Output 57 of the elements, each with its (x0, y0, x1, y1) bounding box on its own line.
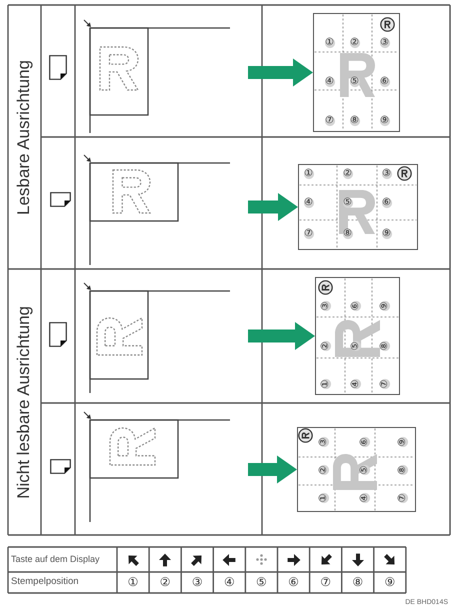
position-number: ④ (358, 492, 370, 504)
position-number: ⑦ (378, 378, 390, 390)
row-header: Taste auf dem Display (11, 554, 100, 564)
row-header: Stempelposition (11, 577, 79, 588)
stamp-position-grid (297, 427, 416, 512)
position-number: ⑦ (302, 228, 314, 240)
orientation-group-label: Nicht lesbare Ausrichtung (15, 306, 34, 498)
position-number: ③ (192, 576, 203, 590)
position-number: ⑤ (256, 576, 267, 590)
position-number: ② (318, 464, 330, 476)
position-number: ③ (320, 300, 332, 312)
position-number: ⑦ (324, 114, 336, 126)
position-number: ⑤ (348, 76, 360, 88)
position-number: ⑨ (378, 300, 390, 312)
position-number: ① (128, 576, 138, 590)
position-number: ⑤ (342, 196, 354, 208)
arrow (248, 456, 297, 484)
position-number: ① (324, 36, 336, 48)
position-number: ③ (378, 36, 390, 48)
position-number: ⑧ (342, 228, 354, 240)
position-number: ⑧ (352, 576, 364, 590)
stamp-position-grid (298, 164, 418, 250)
position-number: ⑦ (320, 576, 332, 590)
position-number: ⑧ (378, 340, 390, 352)
arrow (248, 58, 313, 86)
position-number: ⑥ (350, 300, 362, 312)
position-number: ⑨ (380, 228, 392, 240)
position-number: ⑧ (396, 464, 408, 476)
position-number: ② (348, 36, 360, 48)
position-number: ④ (324, 76, 336, 88)
position-number: ⑦ (396, 492, 408, 504)
position-number: ④ (224, 576, 235, 590)
position-number: ⑨ (378, 114, 390, 126)
position-number: ① (320, 378, 332, 390)
position-number: ⑨ (384, 576, 396, 590)
position-number: ③ (380, 168, 392, 180)
position-number: ⑤ (358, 464, 370, 476)
position-number: ⑥ (358, 436, 370, 448)
position-number: ⑨ (396, 436, 408, 448)
stamp-position-grid (313, 13, 400, 132)
orientation-group-label: Lesbare Ausrichtung (15, 60, 34, 214)
position-number: ③ (318, 436, 330, 448)
position-number: ② (160, 576, 171, 590)
arrow (248, 193, 298, 221)
position-number: ⑧ (348, 114, 360, 126)
position-number: ⑥ (378, 76, 390, 88)
position-number: ④ (302, 196, 314, 208)
position-number: ⑥ (380, 196, 392, 208)
position-number: ⑤ (350, 340, 362, 352)
position-number: ② (320, 340, 332, 352)
position-number: ① (318, 492, 330, 504)
position-number: ④ (350, 378, 362, 390)
arrow (248, 322, 315, 350)
stamp-position-grid (315, 277, 400, 395)
position-number: ② (342, 168, 354, 180)
position-number: ⑥ (288, 576, 299, 590)
position-number: ① (302, 168, 314, 180)
